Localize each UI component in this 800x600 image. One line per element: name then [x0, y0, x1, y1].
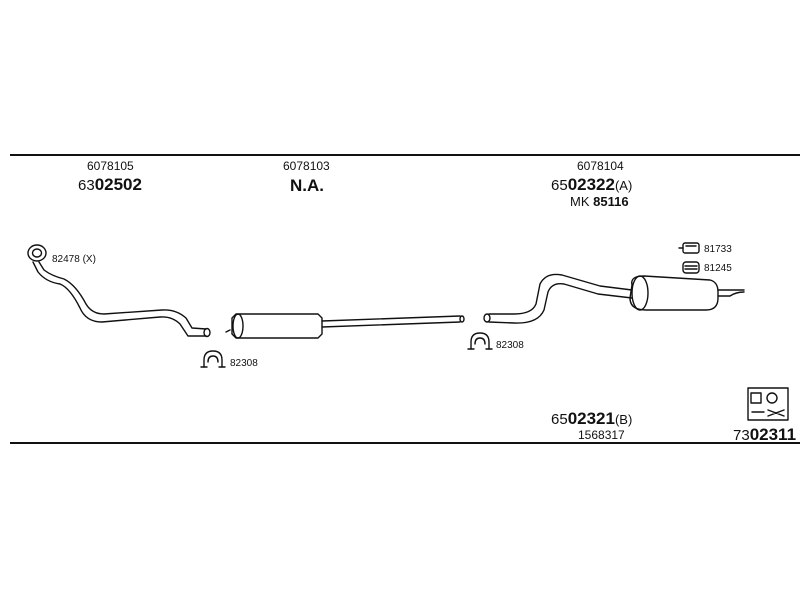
alternative-rear-code: 6502321(B)	[551, 410, 632, 427]
rubber-mount-icon	[682, 261, 700, 274]
alternative-rear-code-suffix: (B)	[614, 412, 633, 427]
rear-silencer-code: 6502322(A)	[551, 176, 632, 193]
clamp-icon	[467, 332, 493, 350]
front-clip-ref: 82308	[230, 358, 258, 369]
alternative-rear-code-prefix: 65	[551, 411, 568, 428]
mounting-kit-code: 7302311	[733, 426, 796, 443]
rear-silencer-code-prefix: 65	[551, 177, 568, 194]
mounting-kit-code-main: 02311	[749, 425, 797, 444]
front-pipe-code: 6302502	[78, 176, 142, 193]
bottom-divider	[10, 442, 800, 444]
top-divider	[10, 154, 800, 156]
rear-silencer-kit: MK 85116	[570, 195, 629, 208]
hanger-ref-1: 81733	[704, 244, 732, 255]
mounting-kit-code-prefix: 73	[733, 427, 750, 444]
hanger-ref-2: 81245	[704, 263, 732, 274]
rear-silencer-drawing	[483, 273, 745, 324]
mounting-kit-icon	[747, 387, 789, 421]
front-pipe-code-main: 02502	[94, 175, 142, 194]
middle-silencer-drawing	[225, 313, 465, 339]
front-pipe-code-prefix: 63	[78, 177, 95, 194]
rear-silencer-code-main: 02322	[567, 175, 615, 194]
front-pipe-ref: 6078105	[87, 159, 134, 173]
hanger-icon	[678, 242, 700, 254]
clamp-icon	[200, 350, 226, 368]
gasket-icon	[27, 244, 47, 262]
middle-silencer-ref: 6078103	[283, 159, 330, 173]
rear-silencer-kit-number: 85116	[593, 194, 629, 209]
rear-silencer-code-suffix: (A)	[614, 178, 633, 193]
rear-silencer-kit-prefix: MK	[570, 194, 590, 209]
middle-silencer-code: N.A.	[290, 176, 324, 195]
front-pipe-drawing	[32, 261, 211, 338]
rear-silencer-ref: 6078104	[577, 159, 624, 173]
alternative-rear-ref: 1568317	[578, 428, 625, 442]
rear-clip-ref: 82308	[496, 340, 524, 351]
alternative-rear-code-main: 02321	[567, 409, 615, 428]
gasket-ref: 82478 (X)	[52, 254, 96, 265]
